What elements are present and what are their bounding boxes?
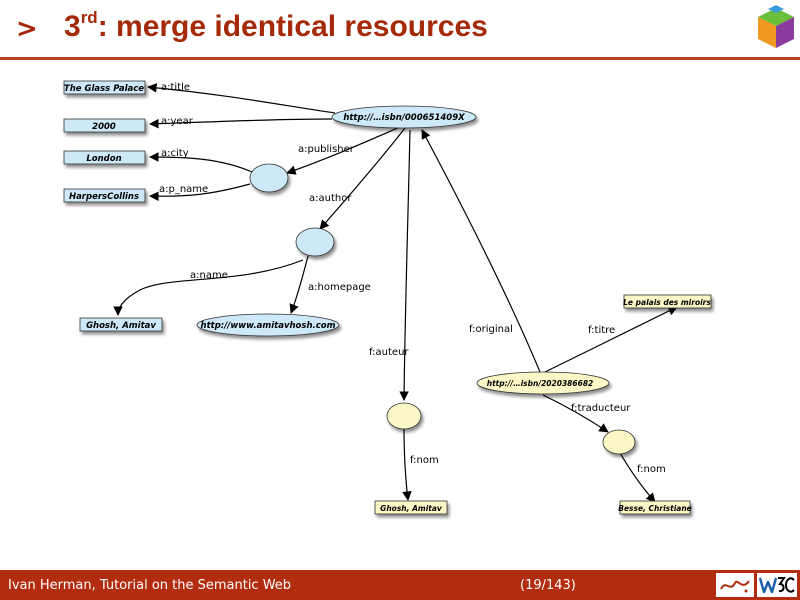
edge-label-original: f:original — [469, 324, 513, 335]
edge-city — [149, 152, 253, 173]
w3c-logo-icon — [757, 573, 797, 597]
edge-author — [319, 127, 406, 230]
uri-node-isbn-en — [331, 105, 477, 129]
uri-node-isbn-fr — [476, 371, 610, 395]
literal-palais: Le palais des miroirs — [623, 298, 711, 307]
title-bullet: > — [16, 14, 38, 44]
edge-label-author: a:author — [309, 193, 352, 204]
edge-year — [149, 118, 333, 129]
edge-label-year: a:year — [161, 116, 194, 127]
literal-box-besse — [619, 500, 691, 515]
uri-label-isbn-fr: http://…isbn/2020386682 — [487, 379, 594, 388]
edge-label-city: a:city — [161, 148, 189, 159]
edge-nom-en — [402, 426, 412, 501]
arabic-logo-icon — [716, 573, 754, 597]
edge-label-homepage: a:homepage — [308, 282, 371, 293]
header-rule — [0, 57, 800, 60]
rdf-graph-diagram: a:title a:year a:city a:p_name a:publish… — [63, 80, 712, 515]
edge-titre — [544, 306, 678, 373]
literal-box-ghosh-en — [79, 317, 163, 332]
literal-glass-palace: The Glass Palace — [64, 84, 144, 94]
edge-label-name: a:name — [190, 270, 228, 281]
blank-node-auteur — [386, 402, 422, 430]
slide-header: > 3rd: merge identical resources — [0, 0, 800, 60]
literal-box-ghosh-fr — [374, 500, 448, 515]
literal-box-year — [63, 118, 146, 133]
blank-node-author — [295, 227, 335, 257]
slide-title: 3rd: merge identical resources — [64, 8, 488, 44]
blank-node-traducteur — [602, 429, 636, 455]
edge-label-p-name: a:p_name — [159, 184, 208, 195]
edge-label-titre: f:titre — [588, 325, 615, 336]
literal-box-harpers — [63, 188, 146, 203]
title-rest: : merge identical resources — [97, 10, 488, 43]
literal-year: 2000 — [92, 122, 116, 132]
edge-traducteur — [542, 394, 609, 433]
literal-ghosh-fr: Ghosh, Amitav — [380, 504, 443, 513]
edge-homepage — [289, 255, 309, 314]
page-counter: (19/143) — [520, 578, 576, 593]
uri-label-homepage: http://www.amitavhosh.com — [201, 321, 336, 331]
edge-publisher — [286, 126, 401, 175]
edge-label-traducteur: f:traducteur — [571, 403, 631, 414]
edge-label-title: a:title — [161, 82, 190, 93]
edge-nom-fr — [619, 452, 656, 503]
title-superscript: rd — [80, 8, 98, 27]
literal-besse: Besse, Christiane — [618, 504, 692, 513]
uri-label-isbn-en: http://…isbn/000651409X — [343, 113, 465, 123]
literal-box-palais — [623, 294, 712, 309]
edge-label-publisher: a:publisher — [298, 144, 355, 155]
footer-author-title: Ivan Herman, Tutorial on the Semantic We… — [8, 578, 292, 593]
edge-auteur — [399, 129, 411, 401]
literal-london: London — [86, 154, 121, 164]
edge-name — [113, 259, 304, 316]
edge-label-nom-fr: f:nom — [637, 464, 666, 475]
edge-original — [421, 129, 541, 373]
blank-node-publisher — [249, 163, 289, 193]
literal-ghosh-en: Ghosh, Amitav — [86, 321, 156, 331]
title-main: 3 — [64, 10, 81, 43]
uri-node-homepage — [196, 313, 340, 337]
edge-p-name — [149, 183, 251, 202]
literal-box-glass-palace — [63, 80, 146, 95]
slide-footer: Ivan Herman, Tutorial on the Semantic We… — [0, 570, 800, 600]
literal-harpers: HarpersCollins — [69, 192, 139, 202]
semantic-web-cube-icon — [758, 5, 794, 48]
edge-label-auteur: f:auteur — [369, 347, 409, 358]
literal-box-london — [63, 150, 146, 165]
edge-label-nom-en: f:nom — [410, 455, 439, 466]
edge-title — [147, 83, 336, 114]
